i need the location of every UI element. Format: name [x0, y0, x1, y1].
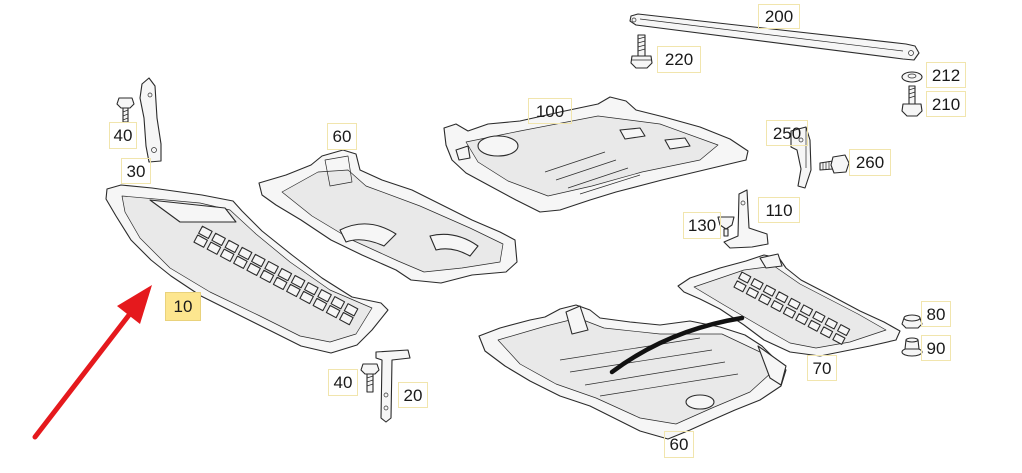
part-100-cutouts	[455, 127, 691, 161]
part-200-right-hole	[908, 50, 914, 56]
part-60-upper-cutouts	[339, 223, 479, 257]
part-220-thread	[637, 36, 646, 52]
part-220-head	[630, 55, 653, 69]
part-60-lower-recess	[685, 394, 715, 410]
part-30-bracket	[139, 77, 162, 163]
red-pointer-arrow	[32, 285, 152, 440]
part-20-outline	[375, 349, 411, 423]
part-80-top	[903, 314, 921, 322]
part-210-bolt	[901, 85, 923, 117]
part-212-hole	[907, 73, 917, 79]
part-100-recess	[477, 135, 519, 157]
part-100-ribs	[544, 151, 641, 195]
callout-label-260: 260	[849, 149, 891, 176]
part-20-hole-lower	[383, 405, 389, 411]
part-40-lower-bolt	[360, 363, 380, 393]
part-40-lower-shank	[366, 373, 374, 393]
part-130-shank	[723, 228, 729, 237]
callout-label-220: 220	[657, 46, 701, 73]
part-100-panel	[443, 96, 749, 213]
callout-label-70: 70	[807, 355, 837, 381]
callout-label-80: 80	[921, 301, 951, 327]
callout-label-250: 250	[766, 120, 808, 146]
part-60-lower-panel	[478, 304, 787, 440]
part-260-head	[830, 154, 850, 174]
part-60-lower-side-tab	[757, 345, 787, 386]
part-90-nut	[901, 337, 923, 357]
red-arrow-shaft	[32, 312, 132, 440]
callout-label-10-highlighted: 10	[165, 292, 201, 321]
callout-label-20: 20	[398, 382, 428, 408]
callout-label-40-lower: 40	[328, 369, 358, 396]
part-250-hole	[798, 137, 804, 143]
part-200-left-hole	[631, 17, 637, 23]
part-260-thread	[822, 161, 830, 170]
part-10-ribs	[193, 225, 359, 326]
part-260-bolt	[819, 154, 850, 174]
callout-label-40-upper: 40	[109, 122, 137, 149]
part-250-bracket	[790, 126, 812, 189]
part-80-nut	[901, 314, 923, 329]
part-200-rod	[629, 13, 920, 61]
part-40-upper-bolt	[116, 97, 135, 123]
part-40-lower-thread	[366, 375, 374, 387]
callout-label-60-upper: 60	[327, 123, 357, 150]
part-212-washer	[901, 71, 923, 83]
part-212-outer	[901, 71, 923, 83]
callout-label-110: 110	[758, 197, 800, 223]
part-200-outline	[629, 13, 920, 61]
part-60-lower-flap	[565, 305, 589, 335]
part-60-lower-hose-line	[609, 315, 745, 375]
part-210-thread	[908, 87, 916, 99]
callout-label-212: 212	[926, 62, 966, 88]
part-90-top	[905, 337, 919, 343]
part-30-hole-bottom	[151, 147, 157, 153]
callout-label-200: 200	[758, 4, 800, 29]
part-200-edge-line	[639, 18, 904, 52]
callout-label-100: 100	[528, 98, 572, 124]
part-70-panel	[677, 253, 901, 357]
part-40-upper-head	[116, 97, 135, 109]
part-110-bracket	[723, 189, 769, 249]
callout-label-130: 130	[683, 212, 721, 239]
part-40-lower-head	[360, 363, 380, 375]
callout-label-30: 30	[121, 158, 151, 184]
part-20-bracket	[375, 349, 411, 423]
part-30-outline	[139, 77, 162, 163]
part-60-lower-ribs	[559, 337, 739, 397]
part-130-head	[717, 216, 735, 230]
part-210-head	[901, 103, 923, 117]
red-arrow-head	[117, 285, 152, 324]
part-60-upper-panel	[258, 149, 518, 284]
callout-label-90: 90	[921, 335, 951, 361]
part-60-upper-flap	[324, 155, 353, 187]
part-40-upper-thread	[122, 109, 129, 121]
part-10-front-panel	[105, 184, 389, 354]
part-20-hole-upper	[383, 392, 389, 398]
part-10-top-flap	[149, 199, 237, 223]
part-30-hole-top	[147, 92, 153, 98]
part-110-hole	[740, 200, 746, 206]
part-10-rib-grid	[193, 225, 359, 326]
part-70-rib-grid	[733, 271, 851, 345]
part-220-bolt	[630, 34, 653, 69]
part-110-outline	[723, 189, 769, 249]
callout-label-60-lower: 60	[664, 431, 694, 458]
callout-label-210: 210	[926, 91, 966, 117]
part-70-ribs	[733, 271, 851, 345]
part-70-tab	[759, 253, 783, 269]
part-130-clip	[717, 216, 735, 237]
